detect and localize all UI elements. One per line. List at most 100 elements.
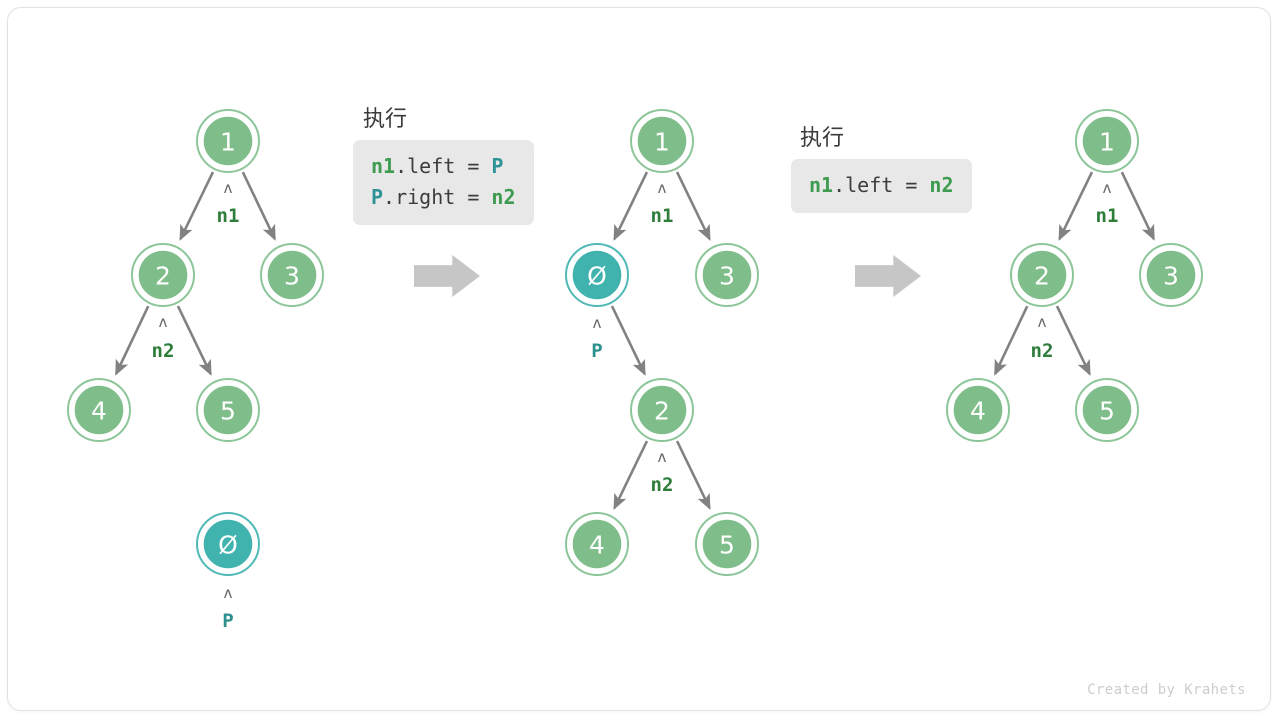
tree-node[interactable]: 1 [196,109,260,173]
transition-arrow-1 [414,255,480,297]
node-outer-ring [67,378,131,442]
tree-node[interactable]: 5 [1075,378,1139,442]
node-circle [201,517,255,571]
node-outer-ring [630,109,694,173]
node-circle [635,383,689,437]
pointer-caret-icon: ʌ [1037,313,1046,331]
tree-edges [114,171,276,376]
code-line: P.right = n2 [371,182,516,213]
node-circle [570,517,624,571]
node-value: 5 [1099,397,1115,426]
code-line: n1.left = P [371,151,516,182]
node-value: 3 [719,262,735,291]
node-value: 2 [1034,262,1050,291]
node-value: 5 [719,531,735,560]
tree-node[interactable]: 2 [1010,243,1074,307]
tree-node[interactable]: 3 [260,243,324,307]
tree-node[interactable]: 1 [1075,109,1139,173]
transition-arrow-2 [855,255,921,297]
pointer-label-n1: n1 [217,205,240,227]
pointer-caret-icon: ʌ [223,584,232,602]
pointer-caret-icon: ʌ [657,448,666,466]
node-value: 5 [220,397,236,426]
tree-edge [675,440,711,510]
node-circle [570,248,624,302]
pointer-label-n2: n2 [1031,340,1054,362]
node-outer-ring [1075,109,1139,173]
node-outer-ring [196,109,260,173]
pointer-label-p: P [222,610,233,632]
node-circle [72,383,126,437]
node-outer-ring [1010,243,1074,307]
tree-edges [993,171,1155,376]
code-line: n1.left = n2 [809,170,954,201]
node-value: 1 [654,128,670,157]
tree-node[interactable]: 2 [131,243,195,307]
tree-node[interactable]: 4 [67,378,131,442]
node-circle [1080,383,1134,437]
node-circle [700,517,754,571]
node-outer-ring [630,378,694,442]
tree-edge [1120,171,1155,241]
tree-edge [675,171,711,241]
node-outer-ring [565,243,629,307]
pointer-caret-icon: ʌ [592,314,601,332]
node-value: 2 [654,397,670,426]
tree-node[interactable]: 2 [630,378,694,442]
tree-edge [613,171,649,241]
tree-node[interactable]: 3 [1139,243,1203,307]
code-token: n1 [809,173,834,197]
node-value: 4 [589,531,605,560]
code-block-2: n1.left = n2 [791,159,972,213]
tree-node[interactable]: 3 [695,243,759,307]
tree-node[interactable]: 5 [695,512,759,576]
node-circle [1015,248,1069,302]
node-value: 3 [1163,262,1179,291]
node-outer-ring [1075,378,1139,442]
node-value: 1 [1099,128,1115,157]
node-circle [265,248,319,302]
tree-edge [613,440,649,510]
tree-edge [114,305,150,376]
node-circle [1080,114,1134,168]
node-circle [201,383,255,437]
node-value: 3 [284,262,300,291]
pointer-caret-icon: ʌ [223,179,232,197]
code-token: n2 [491,185,516,209]
code-token: n2 [929,173,954,197]
tree-node[interactable]: 4 [565,512,629,576]
node-circle [700,248,754,302]
node-outer-ring [196,512,260,576]
tree-node[interactable]: 5 [196,378,260,442]
pointer-label-p: P [591,340,602,362]
tree-node[interactable]: Ø [196,512,260,576]
code-token: .left = [833,173,930,197]
tree-node[interactable]: Ø [565,243,629,307]
node-outer-ring [946,378,1010,442]
pointer-label-n2: n2 [651,474,674,496]
pointer-caret-icon: ʌ [657,179,666,197]
tree-edges [610,171,711,510]
tree-node[interactable]: 4 [946,378,1010,442]
code-token: P [371,185,384,209]
tree-edge [993,305,1029,376]
node-value: 4 [970,397,986,426]
tree-node[interactable]: 1 [630,109,694,173]
node-circle [1144,248,1198,302]
node-circle [635,114,689,168]
node-outer-ring [260,243,324,307]
node-outer-ring [695,243,759,307]
step-heading-1: 执行 [363,107,408,132]
tree-edge [179,171,215,241]
node-value: 1 [220,128,236,157]
node-circle [951,383,1005,437]
pointer-caret-icon: ʌ [1102,179,1111,197]
node-outer-ring [196,378,260,442]
code-token: .right = [383,185,492,209]
tree-edge [610,305,646,376]
tree-edge [1055,305,1091,376]
